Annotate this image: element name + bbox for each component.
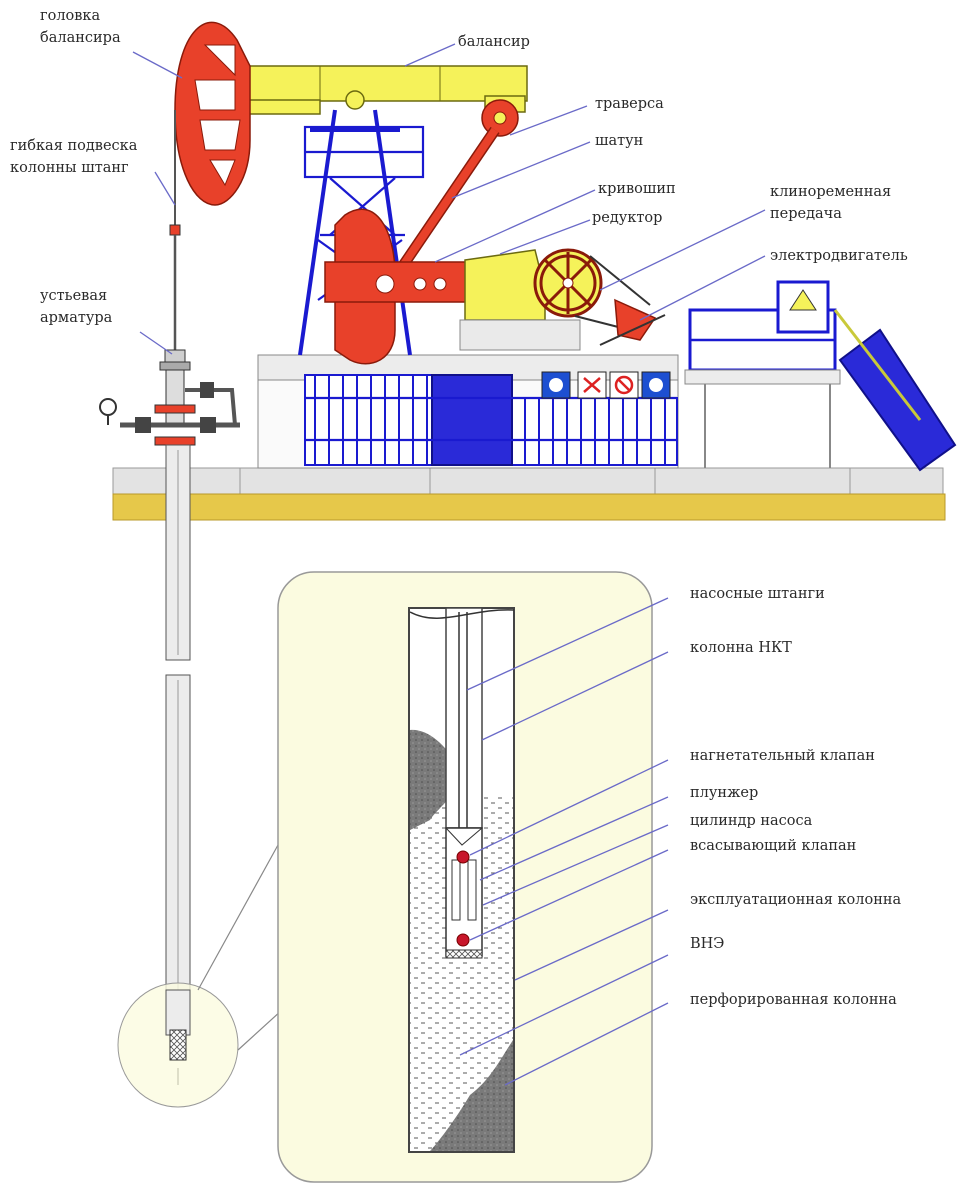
label-flex-1: гибкая подвеска — [10, 138, 138, 154]
label-traverse: траверса — [595, 96, 664, 112]
label-plunger: плунжер — [690, 785, 758, 801]
label-belt-1: клиноременная — [770, 184, 891, 200]
label-wellhead-2: арматура — [40, 310, 113, 326]
control-platform — [684, 280, 841, 468]
label-suction-valve: всасывающий клапан — [690, 838, 856, 854]
electric-motor — [599, 298, 666, 346]
label-rod: шатун — [595, 133, 643, 149]
label-head-1: головка — [40, 8, 100, 24]
label-perforated: перфорированная колонна — [690, 992, 897, 1008]
label-cylinder: цилиндр насоса — [690, 813, 813, 829]
ground — [112, 467, 946, 521]
walking-beam — [236, 65, 528, 115]
belt-sheave — [533, 248, 603, 318]
labels: головка балансира балансир гибкая подвес… — [10, 8, 908, 1008]
label-flex-2: колонны штанг — [10, 160, 129, 176]
label-belt-2: передача — [770, 206, 842, 222]
label-pump-rods: насосные штанги — [690, 586, 825, 602]
horsehead — [174, 21, 251, 206]
label-discharge-valve: нагнетательный клапан — [690, 748, 875, 764]
zoom-callout — [117, 844, 283, 1108]
leader-lines — [132, 43, 766, 1086]
label-reducer: редуктор — [592, 210, 662, 226]
connecting-rod — [395, 126, 500, 274]
label-tubing: колонна НКТ — [690, 640, 792, 656]
label-motor: электродвигатель — [770, 248, 908, 264]
label-casing: эксплуатационная колонна — [690, 892, 902, 908]
label-crank: кривошип — [598, 181, 676, 197]
gear-reducer — [459, 249, 581, 351]
well-bore — [165, 444, 191, 1085]
label-balancer: балансир — [458, 34, 530, 50]
label-vne: ВНЭ — [690, 936, 724, 952]
label-wellhead-1: устьевая — [40, 288, 107, 304]
wellhead — [99, 349, 240, 446]
safety-signs — [541, 371, 671, 399]
traverse — [481, 99, 519, 137]
label-head-2: балансира — [40, 30, 121, 46]
base-frame — [257, 354, 679, 469]
stairs — [833, 309, 957, 472]
bridle-and-polished-rod — [169, 110, 181, 360]
downhole-pump-detail — [408, 607, 515, 1153]
